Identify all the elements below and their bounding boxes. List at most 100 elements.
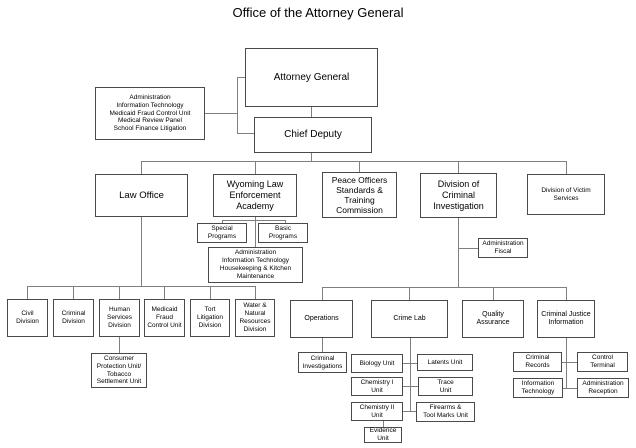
org-box-firearms-tool-marks-unit: Firearms & Tool Marks Unit <box>416 402 475 422</box>
org-box-label: Latents Unit <box>427 358 463 366</box>
org-box-label: Administration Fiscal <box>482 240 524 255</box>
org-box-chemistry-ii-unit: Chemistry II Unit <box>351 402 403 421</box>
connector-line <box>322 338 323 352</box>
org-box-tort-litigation-division: Tort Litigation Division <box>190 299 230 337</box>
connector-line <box>566 161 567 174</box>
connector-line <box>458 161 459 173</box>
connector-line <box>255 161 256 174</box>
org-box-basic-programs: Basic Programs <box>258 223 308 243</box>
org-box-label: Information Technology <box>521 380 555 395</box>
connector-line <box>403 386 418 387</box>
org-box-wyoming-law-enforcement-academy: Wyoming Law Enforcement Academy <box>213 174 297 217</box>
org-box-civil-division: Civil Division <box>7 299 48 337</box>
connector-line <box>322 287 323 300</box>
org-box-label: Attorney General <box>273 71 350 83</box>
org-box-label: Biology Unit <box>359 359 395 367</box>
org-box-criminal-records: Criminal Records <box>513 352 562 372</box>
org-box-label: Trace Unit <box>437 378 454 394</box>
connector-line <box>210 286 211 299</box>
org-box-special-programs: Special Programs <box>197 223 247 243</box>
org-box-chemistry-i-unit: Chemistry I Unit <box>351 377 403 396</box>
connector-line <box>403 411 416 412</box>
connector-line <box>141 217 142 286</box>
org-box-evidence-unit: Evidence Unit <box>364 427 402 443</box>
org-box-label: Chemistry I Unit <box>360 378 394 394</box>
org-box-criminal-justice-information: Criminal Justice Information <box>537 300 595 338</box>
org-box-consumer-protection-tobacco-settlement-unit: Consumer Protection Unit/ Tobacco Settle… <box>91 353 147 388</box>
org-box-label: Basic Programs <box>268 225 298 240</box>
org-box-chief-deputy: Chief Deputy <box>254 117 372 153</box>
org-box-label: Administration Information Technology Me… <box>109 94 191 133</box>
page-title: Office of the Attorney General <box>232 5 404 20</box>
connector-line <box>237 77 246 78</box>
org-box-quality-assurance: Quality Assurance <box>462 300 524 338</box>
connector-line <box>563 388 577 389</box>
connector-line <box>237 133 254 134</box>
org-box-biology-unit: Biology Unit <box>351 354 403 373</box>
org-box-label: Quality Assurance <box>476 310 510 326</box>
connector-line <box>222 220 286 221</box>
connector-line <box>255 286 256 299</box>
connector-line <box>164 286 165 299</box>
connector-line <box>141 161 567 162</box>
connector-line <box>285 220 286 223</box>
org-box-criminal-division: Criminal Division <box>53 299 94 337</box>
org-box-label: Division of Criminal Investigation <box>433 179 484 211</box>
org-box-ag-support-units: Administration Information Technology Me… <box>95 87 205 140</box>
org-box-medicaid-fraud-control-unit: Medicaid Fraud Control Unit <box>144 299 185 337</box>
org-box-label: Criminal Division <box>61 310 86 325</box>
org-box-attorney-general: Attorney General <box>245 48 378 107</box>
org-box-label: Criminal Records <box>525 354 550 369</box>
org-box-label: Wyoming Law Enforcement Academy <box>226 179 284 211</box>
connector-line <box>383 421 384 427</box>
connector-line <box>119 286 120 299</box>
connector-line <box>311 107 312 117</box>
org-box-label: Criminal Justice Information <box>541 310 591 326</box>
org-box-control-terminal: Control Terminal <box>577 352 628 372</box>
connector-line <box>493 287 494 300</box>
org-box-label: Firearms & Tool Marks Unit <box>423 404 468 419</box>
org-box-wlea-support-units: Administration Information Technology Ho… <box>208 247 303 283</box>
connector-line <box>27 286 28 299</box>
org-box-label: Peace Officers Standards & Training Comm… <box>331 174 388 216</box>
org-box-label: Civil Division <box>16 310 39 325</box>
org-box-administration-reception: Administration Reception <box>577 378 629 398</box>
connector-line <box>119 337 120 353</box>
org-box-label: Evidence Unit <box>369 427 397 442</box>
connector-line <box>562 362 577 363</box>
connector-line <box>566 287 567 300</box>
connector-line <box>141 161 142 174</box>
org-box-operations: Operations <box>290 300 353 338</box>
org-box-label: Human Services Division <box>107 306 132 329</box>
connector-line <box>409 287 410 300</box>
org-box-peace-officers-standards-training-commission: Peace Officers Standards & Training Comm… <box>322 172 397 218</box>
org-box-information-technology: Information Technology <box>513 378 563 398</box>
org-box-trace-unit: Trace Unit <box>418 377 473 396</box>
connector-line <box>205 113 237 114</box>
connector-line <box>237 77 238 134</box>
org-box-label: Chief Deputy <box>284 129 342 140</box>
org-box-division-of-victim-services: Division of Victim Services <box>527 174 605 215</box>
connector-line <box>73 286 74 299</box>
org-box-label: Crime Lab <box>393 314 426 322</box>
connector-line <box>458 248 478 249</box>
connector-line <box>27 286 256 287</box>
org-box-criminal-investigations: Criminal Investigations <box>298 352 347 373</box>
org-box-label: Control Terminal <box>590 354 615 369</box>
connector-line <box>311 153 312 162</box>
org-box-label: Medicaid Fraud Control Unit <box>147 306 182 329</box>
connector-line <box>458 218 459 287</box>
org-box-latents-unit: Latents Unit <box>417 354 473 371</box>
org-box-label: Water & Natural Resources Division <box>239 302 271 333</box>
org-box-law-office: Law Office <box>95 174 188 217</box>
org-box-label: Operations <box>304 314 339 322</box>
org-box-label: Special Programs <box>207 225 237 240</box>
connector-line <box>359 161 360 172</box>
org-box-label: Administration Information Technology Ho… <box>219 249 292 280</box>
org-box-label: Criminal Investigations <box>302 354 343 370</box>
org-box-label: Division of Victim Services <box>541 186 591 202</box>
connector-line <box>410 338 411 412</box>
connector-line <box>255 217 256 247</box>
